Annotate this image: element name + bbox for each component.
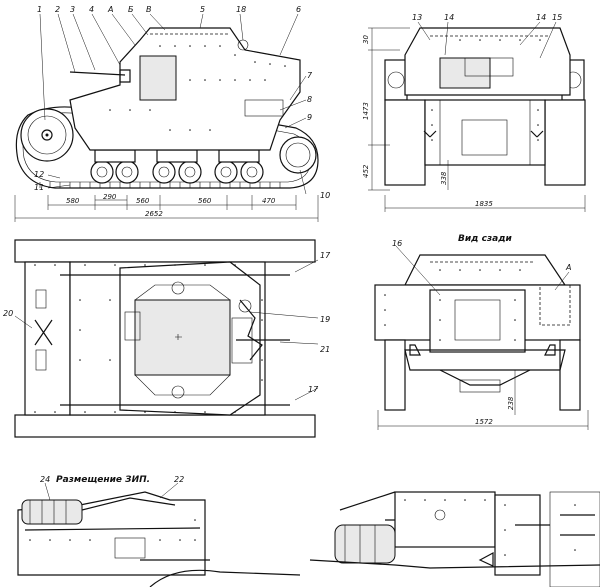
caption-spares: Размещение ЗИП. bbox=[56, 475, 150, 485]
label-24: 24 bbox=[40, 475, 50, 484]
top-view-labels: 17 19 21 17 20 bbox=[3, 251, 331, 394]
dim-560-b: 560 bbox=[198, 197, 212, 205]
label-12: 12 bbox=[34, 170, 44, 179]
dim-1572: 1572 bbox=[475, 418, 493, 426]
label-5: 5 bbox=[200, 5, 205, 14]
dim-290: 290 bbox=[103, 193, 117, 201]
label-20: 20 bbox=[3, 309, 13, 318]
side-view-labels: 1 2 3 4 А Б В 5 18 6 7 8 9 10 11 12 580 … bbox=[34, 5, 330, 218]
label-8: 8 bbox=[307, 95, 312, 104]
label-15: 15 bbox=[552, 13, 562, 22]
label-2: 2 bbox=[55, 5, 60, 14]
rear-view bbox=[374, 245, 589, 430]
dim-30: 30 bbox=[362, 35, 370, 44]
label-3: 3 bbox=[70, 5, 75, 14]
dim-238: 238 bbox=[507, 396, 515, 410]
label-7: 7 bbox=[307, 71, 313, 80]
label-B: Б bbox=[128, 5, 134, 14]
dim-452: 452 bbox=[362, 164, 370, 178]
partial-rear-detail-view bbox=[309, 491, 600, 587]
label-4: 4 bbox=[89, 5, 94, 14]
label-V: В bbox=[146, 5, 152, 14]
label-10: 10 bbox=[320, 191, 330, 200]
label-A2: А bbox=[565, 263, 571, 272]
label-18: 18 bbox=[236, 5, 246, 14]
spares-labels: 24 Размещение ЗИП. 22 bbox=[40, 475, 184, 485]
dim-580: 580 bbox=[66, 197, 80, 205]
label-A: А bbox=[107, 5, 113, 14]
rear-view-labels: Вид сзади 16 А 238 1572 bbox=[392, 234, 571, 426]
dim-1835: 1835 bbox=[475, 200, 493, 208]
label-16: 16 bbox=[392, 239, 402, 248]
front-view-labels: 13 14 14 15 30 1473 452 338 1835 bbox=[362, 13, 562, 208]
dim-470: 470 bbox=[262, 197, 276, 205]
dim-2652: 2652 bbox=[145, 210, 163, 218]
front-view bbox=[368, 21, 586, 212]
label-9: 9 bbox=[307, 113, 312, 122]
label-1: 1 bbox=[37, 5, 42, 14]
spares-placement-view bbox=[17, 482, 301, 587]
top-view bbox=[14, 239, 319, 438]
caption-rear-view: Вид сзади bbox=[458, 234, 512, 244]
dim-560-a: 560 bbox=[136, 197, 150, 205]
label-19: 19 bbox=[320, 315, 330, 324]
label-17a: 17 bbox=[320, 251, 331, 260]
dim-338: 338 bbox=[440, 171, 448, 185]
label-14b: 14 bbox=[536, 13, 546, 22]
label-14a: 14 bbox=[444, 13, 454, 22]
label-17b: 17 bbox=[308, 385, 319, 394]
dim-1473: 1473 bbox=[362, 102, 370, 120]
side-view bbox=[14, 13, 319, 222]
label-11: 11 bbox=[34, 183, 44, 192]
label-21: 21 bbox=[320, 345, 330, 354]
label-22: 22 bbox=[174, 475, 184, 484]
label-6: 6 bbox=[296, 5, 301, 14]
label-13: 13 bbox=[412, 13, 422, 22]
